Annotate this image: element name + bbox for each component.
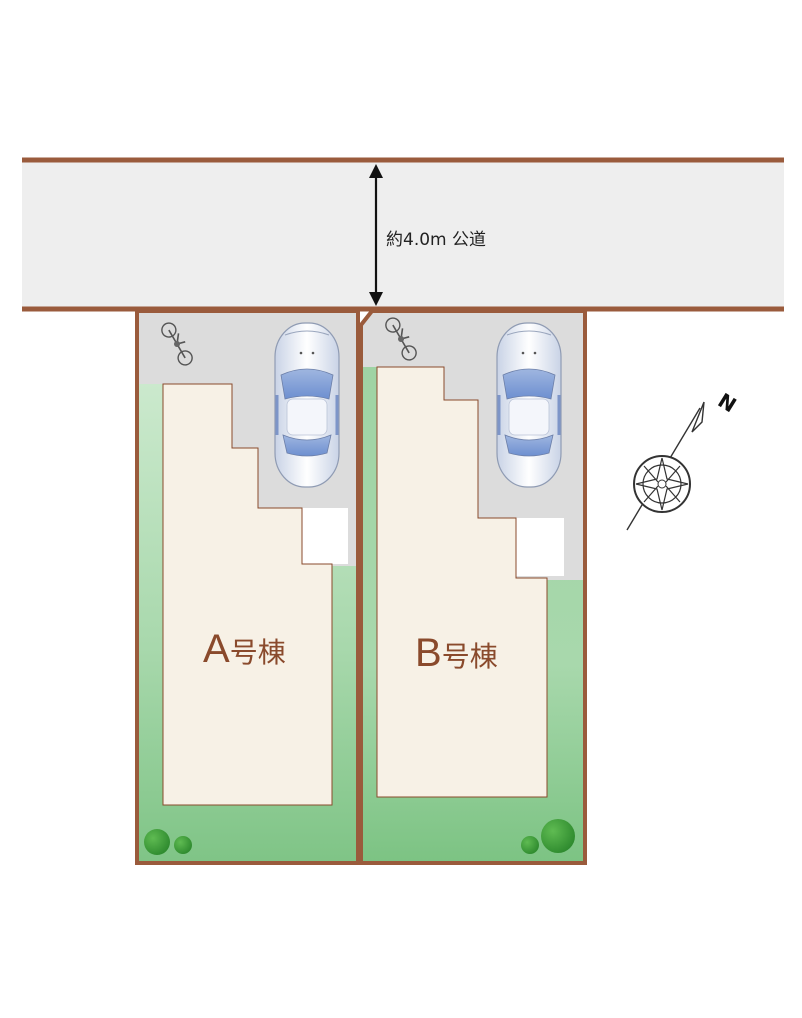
road-width-label: 約4.0m 公道 [386,230,486,250]
road-surface [22,160,784,309]
lot-b-suffix: 号棟 [442,640,498,673]
lot-a-building [162,383,333,806]
lot-a-tree [144,829,170,855]
lot-a-letter: A [203,627,230,671]
road-width-arrow [369,164,383,306]
lot-b-car [495,321,563,489]
lot-b-letter: B [415,631,442,675]
lot-a-boundary [135,309,360,865]
lot-b: B号棟 [359,309,587,865]
lot-b-tree [541,819,575,853]
compass-rose-icon [633,455,691,513]
lot-b-boundary [359,309,587,865]
lot-b-utility-pad [516,518,564,576]
lot-a-trees [144,829,192,855]
lot-b-trees [521,819,575,854]
lot-a-car [273,321,341,489]
lot-a: A号棟 [135,309,360,865]
lot-a-label: A号棟 [203,627,286,671]
lot-b-building [376,366,548,798]
lot-b-label: B号棟 [415,631,498,675]
compass-north-label: N [714,388,741,417]
lot-a-suffix: 号棟 [230,636,286,669]
public-road: 約4.0m 公道 [22,157,784,312]
compass: N [626,388,741,531]
lot-b-garden [361,367,583,863]
lot-a-garden [137,384,356,863]
lot-a-utility-pad [302,508,348,564]
lot-b-tree [521,836,539,854]
lot-a-tree [174,836,192,854]
compass-arrow-icon [691,401,705,433]
